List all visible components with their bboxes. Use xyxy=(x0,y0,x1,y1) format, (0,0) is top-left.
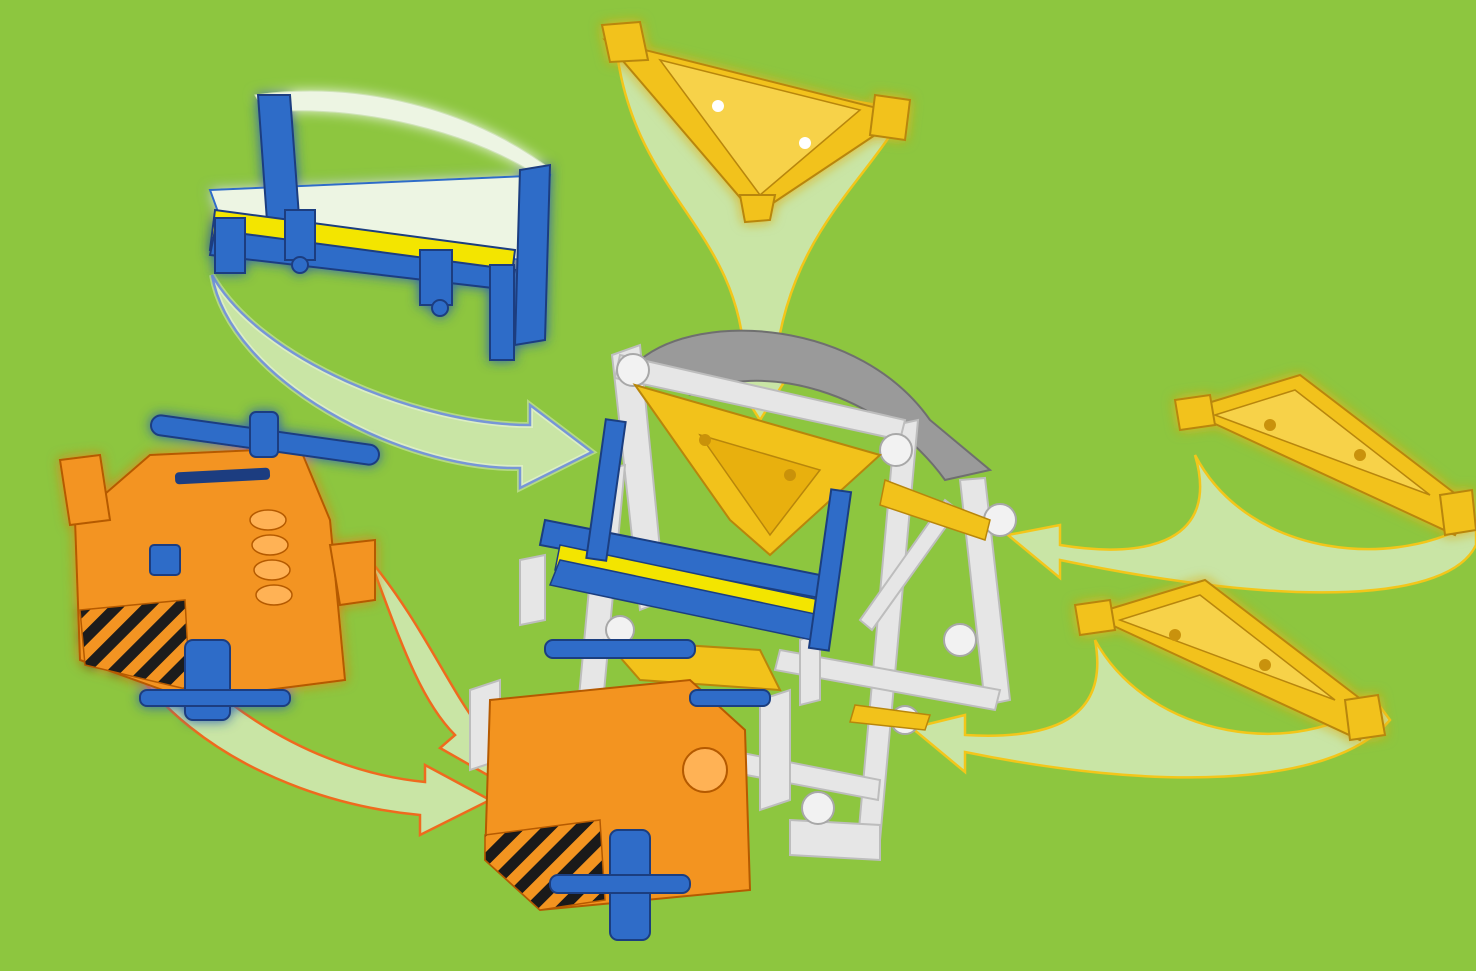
assembly-diagram xyxy=(0,0,1476,971)
assembly-illustration xyxy=(0,0,1476,971)
